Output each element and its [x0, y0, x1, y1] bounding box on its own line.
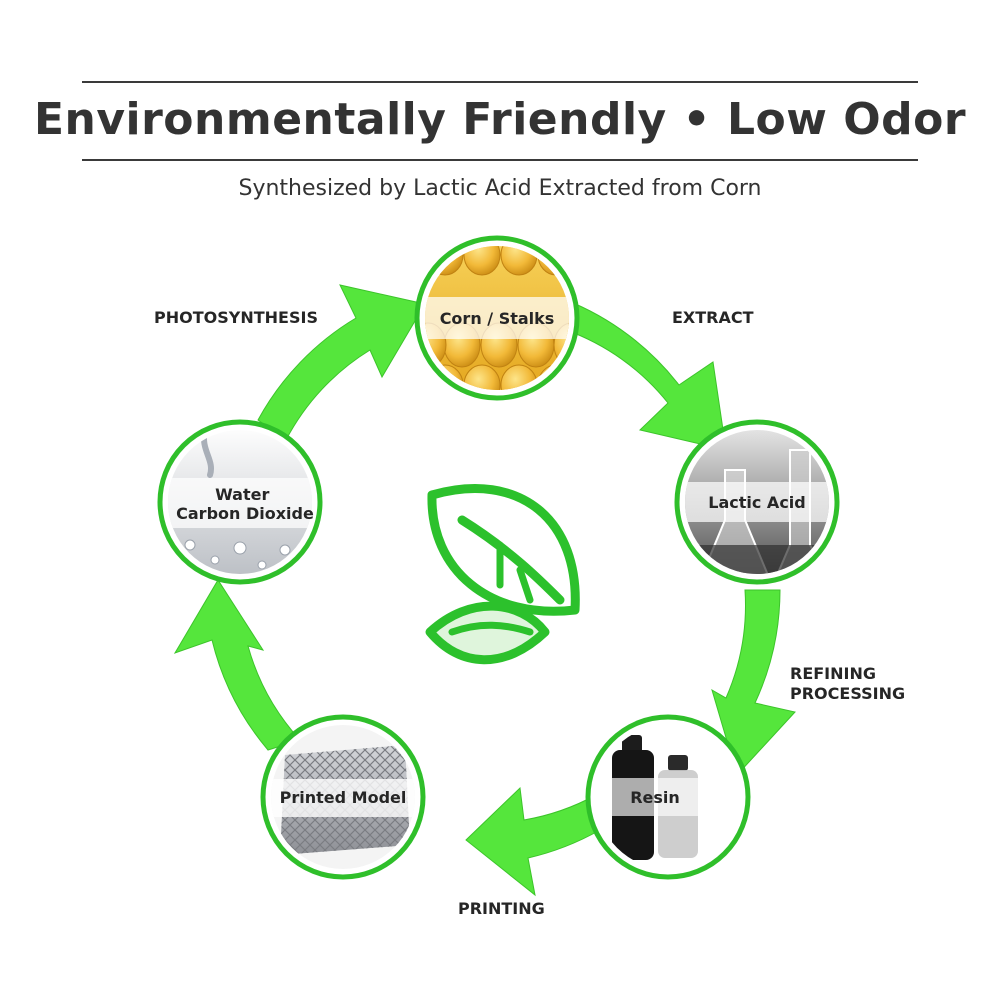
- lattice-model-image: [271, 725, 415, 869]
- resin-bottles-image: [596, 725, 740, 869]
- bottom-rule: [82, 159, 918, 161]
- step-label-refining: REFINING PROCESSING: [790, 664, 905, 703]
- top-rule: [82, 81, 918, 83]
- cycle-ring: [173, 284, 796, 897]
- node-corn: Corn / Stalks: [414, 235, 580, 401]
- node-resin: Resin: [585, 714, 751, 880]
- arrow-extract: [565, 299, 727, 451]
- node-lactic-acid: Lactic Acid: [674, 419, 840, 585]
- corn-kernels-image: [425, 246, 569, 390]
- node-printed-model: Printed Model: [260, 714, 426, 880]
- step-label-extract: EXTRACT: [672, 308, 754, 327]
- arrow-to-water: [173, 579, 301, 751]
- step-label-printing: PRINTING: [458, 899, 545, 918]
- arrow-printing: [465, 786, 601, 897]
- lab-flasks-image: [685, 430, 829, 574]
- page-subtitle: Synthesized by Lactic Acid Extracted fro…: [238, 176, 762, 201]
- leaf-icon: [425, 484, 580, 665]
- node-label-lactic-acid: Lactic Acid: [708, 493, 805, 512]
- arrow-refining: [711, 589, 796, 776]
- page-title: Environmentally Friendly • Low Odor: [33, 94, 967, 145]
- node-label-water: Water Carbon Dioxide: [176, 485, 314, 523]
- step-label-photosynthesis: PHOTOSYNTHESIS: [154, 308, 318, 327]
- node-water: Water Carbon Dioxide: [157, 419, 323, 585]
- node-label-resin: Resin: [630, 788, 680, 807]
- node-label-printed-model: Printed Model: [280, 788, 407, 807]
- node-label-corn: Corn / Stalks: [440, 309, 555, 328]
